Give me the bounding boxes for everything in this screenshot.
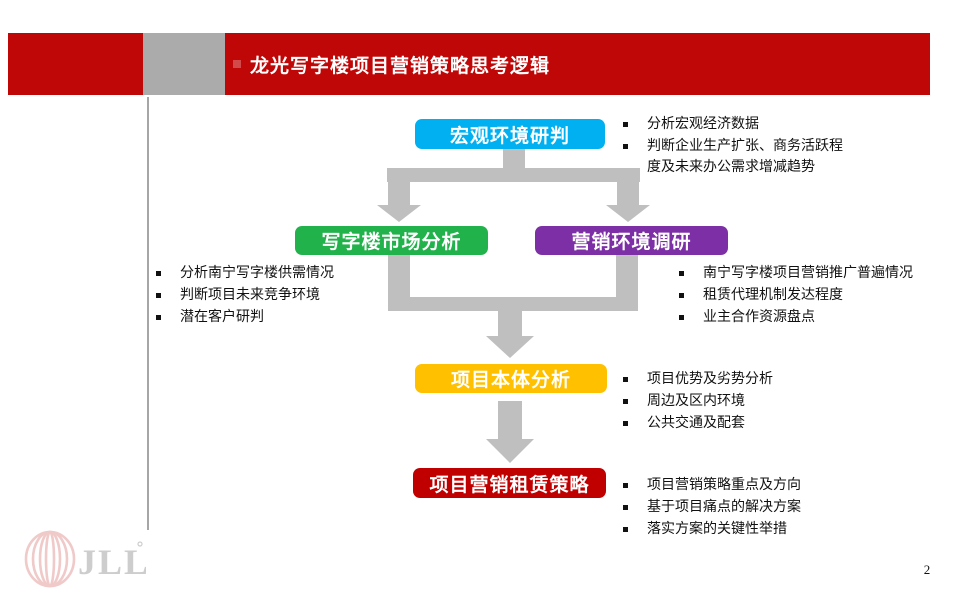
list-item: 项目优势及劣势分析 [620,369,860,390]
bullet-icon [623,421,628,426]
list-item: 基于项目痛点的解决方案 [620,497,870,518]
list-item: 判断企业生产扩张、商务活跃程度及未来办公需求增减趋势 [620,136,853,178]
list-item-text: 租赁代理机制发达程度 [703,288,843,303]
arrow-down-icon [486,336,534,358]
arrow-down-icon [606,205,650,222]
list-item: 业主合作资源盘点 [676,307,938,328]
list-item: 潜在客户研判 [153,307,393,328]
list-item: 公共交通及配套 [620,413,860,434]
header-bar: 龙光写字楼项目营销策略思考逻辑 [225,33,930,95]
node-env-label: 营销环境调研 [571,232,692,253]
trademark-icon [137,541,143,547]
connector-project-stem [498,401,522,439]
globe-icon [24,530,76,588]
connector-macro-stem [503,149,525,169]
connector-merge-bar [388,297,638,311]
list-item-text: 判断项目未来竞争环境 [180,288,320,303]
bullet-icon [623,527,628,532]
bullet-icon [156,271,161,276]
list-item: 分析宏观经济数据 [620,114,853,135]
node-macro-environment: 宏观环境研判 [415,119,605,149]
connector-mid-stem [498,311,522,336]
bullet-list-strategy: 项目营销策略重点及方向 基于项目痛点的解决方案 落实方案的关键性举措 [620,475,870,541]
node-project-label: 项目本体分析 [450,370,571,391]
node-office-market: 写字楼市场分析 [295,226,488,255]
list-item: 租赁代理机制发达程度 [676,285,938,306]
list-item: 南宁写字楼项目营销推广普遍情况 [676,263,938,284]
bullet-icon [156,293,161,298]
list-item-text: 周边及区内环境 [647,394,745,409]
bullet-list-market: 分析南宁写字楼供需情况 判断项目未来竞争环境 潜在客户研判 [153,263,393,329]
bullet-list-project: 项目优势及劣势分析 周边及区内环境 公共交通及配套 [620,369,860,435]
node-leasing-strategy: 项目营销租赁策略 [413,468,606,498]
bullet-icon [623,399,628,404]
node-macro-label: 宏观环境研判 [449,125,570,147]
list-item: 落实方案的关键性举措 [620,519,870,540]
bullet-icon [623,144,628,149]
node-strategy-label: 项目营销租赁策略 [429,474,590,496]
bullet-icon [623,377,628,382]
node-marketing-environment: 营销环境调研 [535,226,728,255]
bullet-icon [156,315,161,320]
list-item-text: 判断企业生产扩张、商务活跃程度及未来办公需求增减趋势 [647,139,843,175]
list-item-text: 项目优势及劣势分析 [647,372,773,387]
page-number: 2 [923,562,931,577]
node-market-label: 写字楼市场分析 [321,232,462,253]
node-project-analysis: 项目本体分析 [415,364,607,393]
list-item: 项目营销策略重点及方向 [620,475,870,496]
header-accent-left [8,33,143,95]
arrow-down-icon [486,439,534,463]
list-item-text: 落实方案的关键性举措 [647,522,787,537]
list-item: 判断项目未来竞争环境 [153,285,393,306]
bullet-icon [679,271,684,276]
connector-right-stem [617,182,639,206]
bullet-icon [623,483,628,488]
list-item-text: 公共交通及配套 [647,416,745,431]
title-bullet-icon [233,60,241,68]
slide-title: 龙光写字楼项目营销策略思考逻辑 [250,55,551,77]
arrow-down-icon [377,205,421,222]
bullet-icon [679,315,684,320]
connector-split-bar [387,168,640,182]
list-item-text: 分析南宁写字楼供需情况 [180,266,334,281]
bullet-list-env: 南宁写字楼项目营销推广普遍情况 租赁代理机制发达程度 业主合作资源盘点 [676,263,938,329]
list-item-text: 业主合作资源盘点 [703,310,815,325]
list-item-text: 分析宏观经济数据 [647,117,759,132]
header-accent-gray [143,33,225,95]
connector-left-stem [388,182,410,206]
bullet-icon [623,122,628,127]
list-item-text: 南宁写字楼项目营销推广普遍情况 [703,266,913,281]
bullet-icon [623,505,628,510]
left-divider [147,97,149,530]
list-item-text: 项目营销策略重点及方向 [647,478,801,493]
list-item-text: 基于项目痛点的解决方案 [647,500,801,515]
bullet-icon [679,293,684,298]
list-item-text: 潜在客户研判 [180,310,264,325]
logo-text: JLL [78,542,146,582]
jll-logo: JLL [24,530,146,588]
bullet-list-macro: 分析宏观经济数据 判断企业生产扩张、商务活跃程度及未来办公需求增减趋势 [620,114,853,179]
list-item: 周边及区内环境 [620,391,860,412]
list-item: 分析南宁写字楼供需情况 [153,263,393,284]
